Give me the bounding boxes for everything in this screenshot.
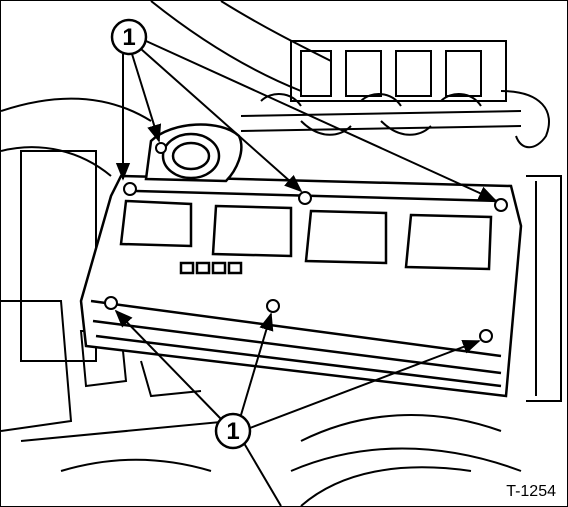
callout-top: 1	[110, 18, 497, 201]
leader-arrows-bottom	[114, 309, 481, 429]
fastener-nut	[155, 142, 167, 154]
callout-circle-bottom	[214, 412, 252, 450]
leader-arrow	[131, 53, 162, 143]
fastener-nut	[479, 329, 493, 343]
leader-arrow	[114, 309, 222, 420]
leader-arrow	[240, 312, 274, 416]
fastener-nut	[123, 182, 137, 196]
callout-bottom: 1	[114, 309, 481, 450]
leader-arrow	[249, 340, 481, 429]
leader-arrow	[140, 48, 303, 193]
callout-label-top: 1	[122, 24, 135, 51]
fastener-nut	[266, 299, 280, 313]
fastener-nut	[494, 198, 508, 212]
figure-reference-code: T-1254	[506, 483, 556, 500]
callout-label-bottom: 1	[226, 418, 239, 445]
leader-arrows-top	[115, 40, 497, 201]
callout-circle-top	[110, 18, 148, 56]
fastener-nut	[298, 191, 312, 205]
fastener-nut	[104, 296, 118, 310]
leader-arrow	[145, 40, 497, 201]
valve-cover	[79, 174, 523, 398]
cover-fasteners	[104, 142, 508, 343]
